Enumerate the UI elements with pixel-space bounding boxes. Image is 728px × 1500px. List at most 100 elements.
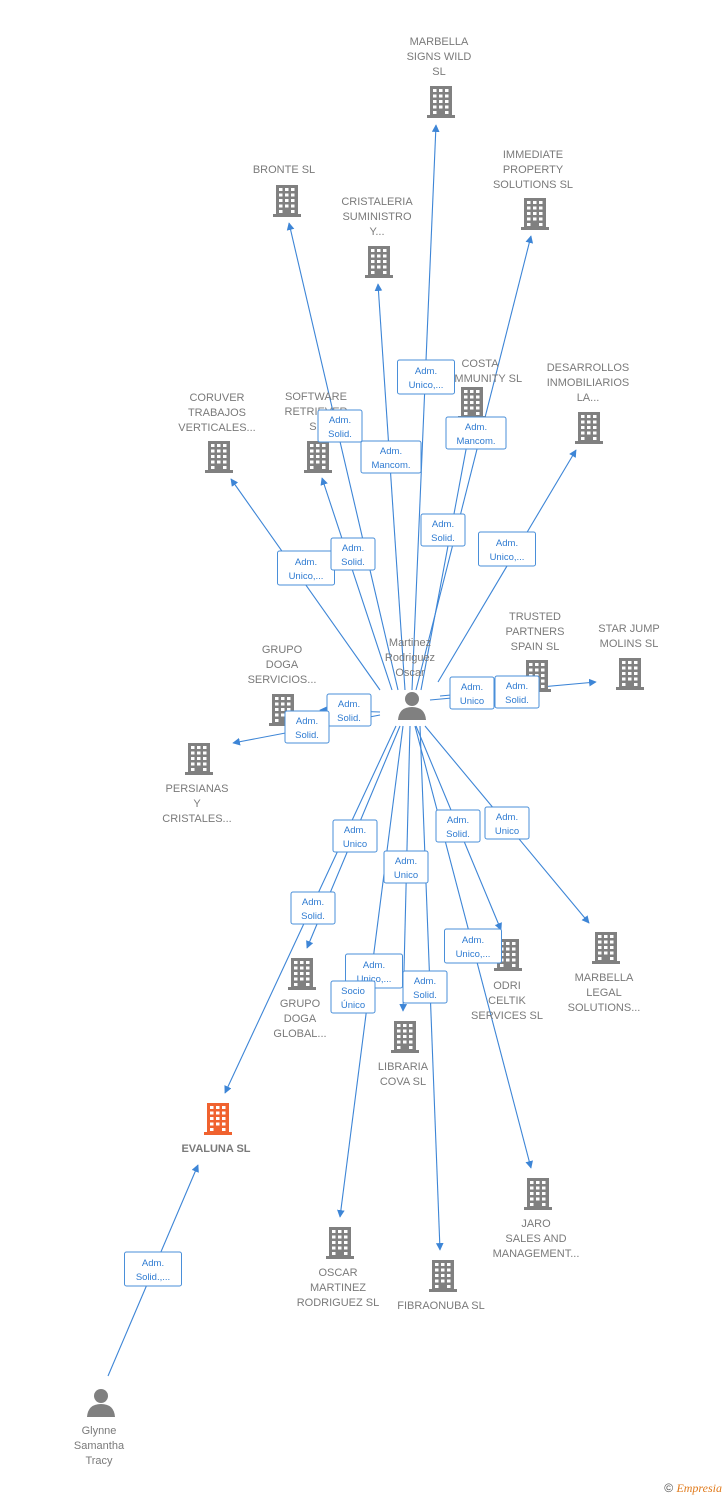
relation-edge — [411, 124, 440, 691]
relation-badge-text: Único — [341, 1000, 365, 1011]
building-icon — [575, 412, 603, 444]
node-label-line: Samantha — [74, 1440, 125, 1452]
node-label-line: Martinez — [389, 637, 431, 649]
relation-badge[interactable]: Adm.Solid. — [402, 970, 448, 1004]
node-label-line: SL — [432, 66, 445, 78]
relation-badge[interactable]: Adm. Solid. — [330, 537, 376, 571]
relation-badge[interactable]: Adm.Mancom. — [445, 416, 507, 450]
relation-badge-text: Adm. — [395, 856, 417, 867]
node-label-line: SERVICIOS... — [248, 674, 317, 686]
relation-badge[interactable]: Adm.Solid. — [317, 409, 363, 443]
relation-badge[interactable]: Adm.Unico,... — [277, 550, 335, 586]
relation-badge-box — [383, 850, 429, 884]
relation-badge[interactable]: Adm. Unico — [332, 819, 378, 853]
relation-badge-box — [317, 409, 363, 443]
relation-badge-box — [284, 710, 330, 744]
node-fibraonuba[interactable]: FIBRAONUBA SL — [397, 1260, 485, 1312]
relation-badge-text: Solid. — [341, 557, 365, 568]
relation-badge[interactable]: Adm. Unico — [484, 806, 530, 840]
relation-badge[interactable]: Adm.Solid.,... — [124, 1251, 182, 1287]
building-icon — [616, 658, 644, 690]
node-label-line: EVALUNA SL — [181, 1143, 250, 1155]
relation-badge-text: Adm. — [432, 519, 454, 530]
relation-badge[interactable]: Adm.Unico — [449, 676, 495, 710]
relation-badge[interactable]: Adm.Solid. — [494, 675, 540, 709]
brand-logo[interactable]: Empresia — [676, 1481, 722, 1495]
relation-badge-text: Adm. — [496, 812, 518, 823]
relation-badge-text: Socio — [341, 986, 365, 997]
relation-badge[interactable]: Adm.Unico,... — [444, 928, 502, 964]
relation-badge-box — [478, 531, 536, 567]
node-bronte[interactable]: BRONTE SL — [253, 164, 315, 217]
building-icon — [273, 185, 301, 217]
person-icon — [87, 1389, 115, 1417]
relation-badge-text: Unico — [495, 826, 519, 837]
relation-badge[interactable]: Adm.Solid. — [435, 809, 481, 843]
relation-badge-text: Unico — [343, 839, 367, 850]
node-label-line: SOLUTIONS... — [568, 1002, 641, 1014]
relation-badge[interactable]: Adm.Solid. — [290, 891, 336, 925]
node-label-line: PARTNERS — [506, 626, 565, 638]
relation-badge-box — [402, 970, 448, 1004]
building-icon — [494, 939, 522, 971]
node-label-line: PROPERTY — [503, 164, 564, 176]
relation-badge[interactable]: Adm.Solid. — [420, 513, 466, 547]
relation-badge-text: Adm. — [363, 960, 385, 971]
node-label-line: MARBELLA — [410, 36, 469, 48]
node-label-line: CRISTALES... — [162, 813, 231, 825]
relation-badge-text: Unico — [394, 870, 418, 881]
relation-edge — [374, 283, 406, 691]
relation-badge-text: Adm. — [344, 825, 366, 836]
relation-badge[interactable]: Adm.Solid. — [284, 710, 330, 744]
relation-badge-text: Solid. — [505, 695, 529, 706]
node-label-line: COSTA — [461, 358, 499, 370]
building-icon — [304, 441, 332, 473]
relation-badge-text: Unico,... — [456, 949, 491, 960]
relation-badge-box — [494, 675, 540, 709]
relation-badge[interactable]: Adm.Mancom. — [360, 440, 422, 474]
relation-badge-text: Unico,... — [289, 571, 324, 582]
node-evaluna[interactable]: EVALUNA SL — [181, 1103, 251, 1155]
building-icon — [205, 441, 233, 473]
node-label-line: SOLUTIONS SL — [493, 179, 573, 191]
relation-badge-text: Adm. — [342, 543, 364, 554]
relation-badge-text: Adm. — [338, 699, 360, 710]
relation-badge-box — [449, 676, 495, 710]
building-icon — [185, 743, 213, 775]
node-label-line: DOGA — [266, 659, 299, 671]
relation-badge[interactable]: Adm.Unico,... — [345, 953, 403, 989]
node-label: EVALUNA SL — [181, 1143, 250, 1155]
relation-badge[interactable]: Adm.Solid. — [326, 693, 372, 727]
relation-badge[interactable]: Adm.Unico,... — [397, 359, 455, 395]
relation-badge[interactable]: Adm.Unico,... — [478, 531, 536, 567]
node-label-line: SALES AND — [505, 1233, 566, 1245]
relation-badge[interactable]: Adm. Unico — [383, 850, 429, 884]
building-icon — [326, 1227, 354, 1259]
relation-badge-box — [397, 359, 455, 395]
relation-badge-text: Solid. — [328, 429, 352, 440]
relation-badge-box — [290, 891, 336, 925]
